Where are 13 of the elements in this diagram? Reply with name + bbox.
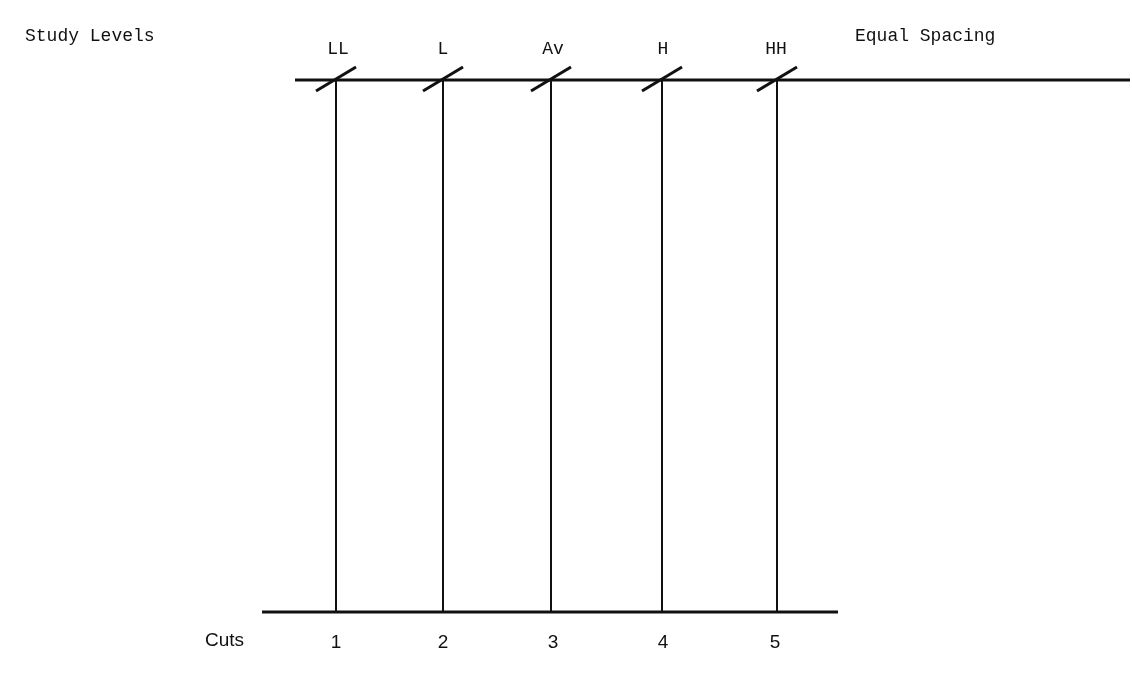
cut-number: 2 bbox=[437, 632, 449, 651]
level-label: H bbox=[657, 40, 669, 58]
level-label: LL bbox=[327, 40, 349, 58]
cut-number: 4 bbox=[657, 632, 669, 651]
cut-number: 5 bbox=[769, 632, 781, 651]
cut-number: 3 bbox=[547, 632, 559, 651]
cut-number: 1 bbox=[330, 632, 342, 651]
line-label: Equal Spacing bbox=[855, 27, 996, 45]
level-label: HH bbox=[765, 40, 787, 58]
axis-title: Cuts bbox=[205, 630, 245, 649]
axis-title: Study Levels bbox=[25, 27, 155, 45]
level-label: Av bbox=[542, 40, 564, 58]
level-label: L bbox=[437, 40, 449, 58]
